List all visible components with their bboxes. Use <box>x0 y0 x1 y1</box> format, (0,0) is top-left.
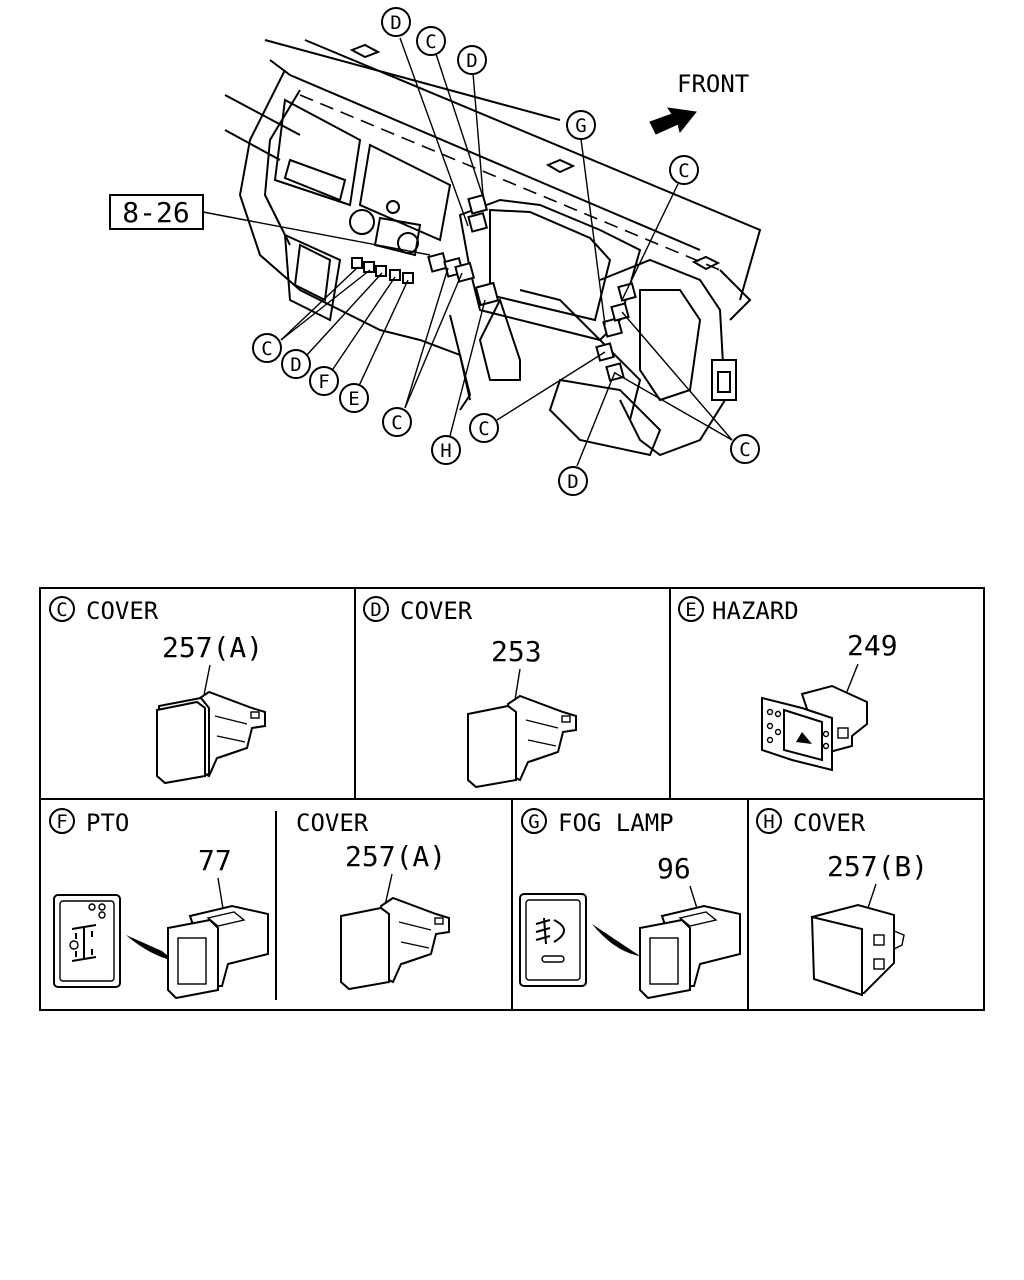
reference-box: 8-26 <box>109 194 204 230</box>
svg-text:C: C <box>425 31 436 53</box>
leader-lines <box>202 37 733 467</box>
svg-text:D: D <box>466 50 477 72</box>
callout-left-e: E <box>339 383 369 413</box>
front-label: FRONT <box>677 70 749 98</box>
svg-text:C: C <box>478 418 489 440</box>
callout-left-d: D <box>281 349 311 379</box>
svg-text:COVER: COVER <box>86 597 159 625</box>
pto-switch-icon <box>53 894 174 988</box>
cell-h-cover: H COVER 257(B) <box>756 808 928 997</box>
svg-text:C: C <box>678 160 689 182</box>
callout-bottom-d: D <box>558 466 588 496</box>
svg-text:D: D <box>567 471 578 493</box>
cell-f-pto: F PTO 77 <box>49 808 269 1000</box>
callout-right-c: C <box>730 434 760 464</box>
switch-cover-icon <box>340 896 450 991</box>
callout-top-c: C <box>416 26 446 56</box>
callout-top-g: G <box>566 110 596 140</box>
svg-text:257(B): 257(B) <box>827 850 928 883</box>
svg-text:COVER: COVER <box>793 809 866 837</box>
callout-mid-c: C <box>469 413 499 443</box>
svg-text:96: 96 <box>657 852 691 885</box>
cell-g-fog-lamp: G FOG LAMP 96 <box>519 808 741 1000</box>
svg-text:HAZARD: HAZARD <box>712 597 799 625</box>
front-indicator: FRONT <box>649 70 749 135</box>
callout-bottom-h: H <box>431 435 461 465</box>
svg-text:PTO: PTO <box>86 809 129 837</box>
svg-text:H: H <box>440 440 451 462</box>
dashboard-illustration <box>224 39 762 457</box>
hazard-switch-icon <box>761 684 868 772</box>
svg-text:C: C <box>391 412 402 434</box>
svg-text:COVER: COVER <box>400 597 473 625</box>
svg-text:C: C <box>261 338 272 360</box>
callout-left-c: C <box>252 333 282 363</box>
svg-text:257(A): 257(A) <box>345 840 446 873</box>
svg-text:D: D <box>290 354 301 376</box>
svg-text:COVER: COVER <box>296 809 369 837</box>
svg-text:FOG LAMP: FOG LAMP <box>558 809 674 837</box>
callout-top-d1: D <box>381 7 411 37</box>
callout-top-c-right: C <box>669 155 699 185</box>
svg-text:H: H <box>763 811 774 833</box>
switch-cover-icon <box>167 904 269 1000</box>
callout-bubbles: D C D G C C D F E C H C D C <box>252 7 760 496</box>
svg-text:G: G <box>575 115 586 137</box>
callout-bottom-c: C <box>382 407 412 437</box>
callout-left-f: F <box>309 366 339 396</box>
switch-cover-icon <box>810 903 905 997</box>
front-arrow-icon <box>649 107 697 135</box>
svg-text:249: 249 <box>847 629 898 662</box>
svg-text:G: G <box>528 811 539 833</box>
svg-text:F: F <box>318 371 329 393</box>
svg-text:E: E <box>685 599 696 621</box>
switch-cover-icon <box>467 694 577 789</box>
cell-f-cover: COVER 257(A) <box>296 809 450 991</box>
svg-text:257(A): 257(A) <box>162 631 263 664</box>
svg-text:77: 77 <box>198 844 232 877</box>
svg-text:C: C <box>56 599 67 621</box>
svg-text:C: C <box>739 439 750 461</box>
svg-text:E: E <box>348 388 359 410</box>
cell-e-hazard: E HAZARD 249 <box>678 596 898 772</box>
reference-label: 8-26 <box>122 196 189 229</box>
svg-text:D: D <box>370 599 381 621</box>
parts-table <box>39 587 985 1011</box>
cell-d-cover: D COVER 253 <box>363 596 577 789</box>
callout-top-d2: D <box>457 45 487 75</box>
switch-cover-icon <box>639 904 741 1000</box>
svg-text:F: F <box>56 811 67 833</box>
fog-lamp-switch-icon <box>519 893 640 987</box>
switch-cover-icon <box>156 690 266 785</box>
svg-text:253: 253 <box>491 635 542 668</box>
cell-c-cover: C COVER 257(A) <box>49 596 266 785</box>
svg-text:D: D <box>390 12 401 34</box>
